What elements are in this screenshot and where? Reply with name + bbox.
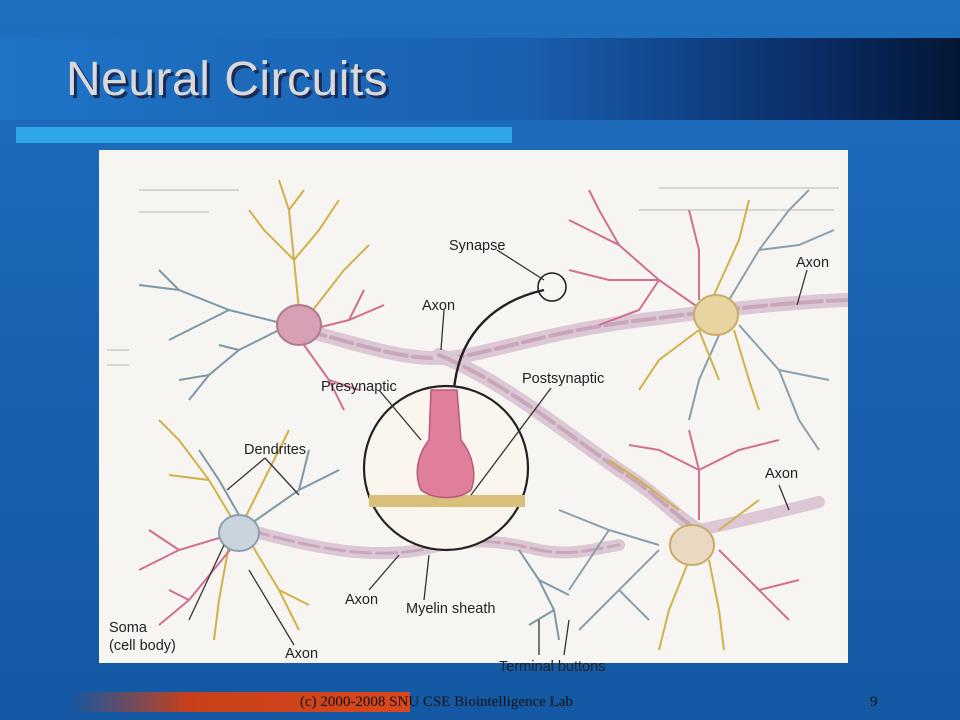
label-terminal-buttons: Terminal buttons xyxy=(499,659,606,675)
slide-title: Neural Circuits xyxy=(66,53,389,106)
label-synapse: Synapse xyxy=(449,238,506,254)
label-dendrites: Dendrites xyxy=(244,442,307,458)
label-myelin-sheath: Myelin sheath xyxy=(406,601,496,617)
synapse-zoom xyxy=(362,384,530,552)
label-axon-top-right: Axon xyxy=(796,255,830,271)
label-postsynaptic: Postsynaptic xyxy=(522,371,605,387)
title-bar xyxy=(0,38,960,120)
label-cell-body: (cell body) xyxy=(109,638,176,654)
synapse-marker xyxy=(537,272,567,302)
title-underline xyxy=(16,127,512,143)
neuron-illustration xyxy=(107,179,848,656)
page-number: 9 xyxy=(870,694,878,710)
footer-text: (c) 2000-2008 SNU CSE Biointelligence La… xyxy=(300,694,573,710)
label-axon-bottom-left: Axon xyxy=(285,646,319,662)
label-presynaptic: Presynaptic xyxy=(321,379,397,395)
label-soma: Soma xyxy=(109,620,147,636)
somas xyxy=(218,294,739,566)
background-texture xyxy=(107,187,839,366)
label-axon-middle: Axon xyxy=(422,298,456,314)
neuron-diagram: Synapse Axon Axon Presynaptic Postsynapt… xyxy=(99,150,848,675)
axons xyxy=(243,293,848,560)
label-axon-right: Axon xyxy=(765,466,799,482)
synapse-zoom-arrow xyxy=(452,288,545,391)
leader-lines xyxy=(188,249,808,656)
label-axon-bottom-mid: Axon xyxy=(345,592,379,608)
footer-bar xyxy=(70,692,410,712)
dendrites xyxy=(138,179,835,651)
